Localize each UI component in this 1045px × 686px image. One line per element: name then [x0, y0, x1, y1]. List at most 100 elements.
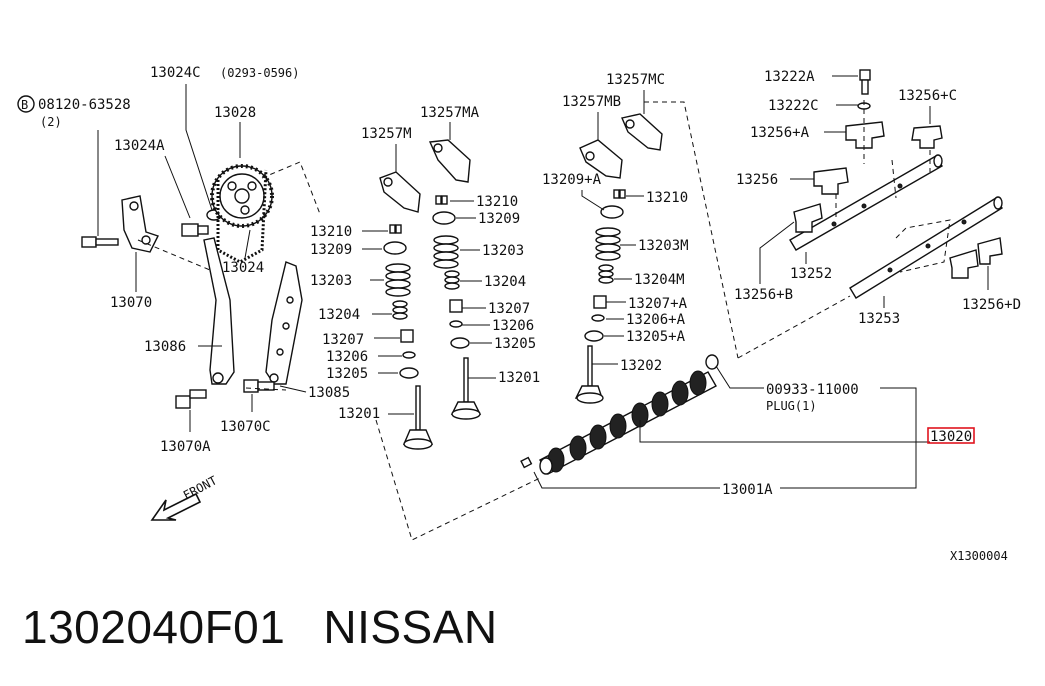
label-13257MC[interactable]: 13257MC: [606, 72, 665, 88]
label-13253[interactable]: 13253: [858, 311, 900, 327]
label-13085[interactable]: 13085: [308, 385, 350, 401]
label-13205A[interactable]: 13205+A: [626, 329, 686, 345]
retainer-13209-mid: [432, 211, 456, 225]
label-13210-left[interactable]: 13210: [310, 224, 352, 240]
label-13070A[interactable]: 13070A: [160, 439, 211, 455]
spring-13204-left: [392, 300, 408, 320]
label-13256A[interactable]: 13256+A: [750, 125, 810, 141]
label-13257MA[interactable]: 13257MA: [420, 105, 480, 121]
label-13207-mid[interactable]: 13207: [488, 301, 530, 317]
diagram-code: X1300004: [950, 549, 1008, 563]
spring-13204-mid: [444, 270, 460, 290]
bolt-symbol-letter: B: [21, 98, 28, 112]
label-13207A[interactable]: 13207+A: [628, 296, 688, 312]
label-13206-left[interactable]: 13206: [326, 349, 368, 365]
caption-maker: NISSAN: [323, 601, 498, 653]
label-13206A[interactable]: 13206+A: [626, 312, 686, 328]
label-13252[interactable]: 13252: [790, 266, 832, 282]
seat-13206-mid: [449, 320, 463, 328]
label-13001A[interactable]: 13001A: [722, 482, 773, 498]
label-13024C[interactable]: 13024C: [150, 65, 201, 81]
label-13256B[interactable]: 13256+B: [734, 287, 793, 303]
label-13028[interactable]: 13028: [214, 105, 256, 121]
seat-13206A: [591, 314, 605, 322]
label-08120-63528[interactable]: 08120-63528: [38, 97, 131, 113]
retainer-13209A: [600, 205, 624, 219]
spring-13203-mid: [433, 235, 459, 269]
chain-guide-13086: [203, 237, 235, 385]
front-arrow: [150, 492, 202, 521]
label-13020[interactable]: 13020: [930, 429, 972, 445]
label-13205-left[interactable]: 13205: [326, 366, 368, 382]
label-13209-mid[interactable]: 13209: [478, 211, 520, 227]
label-13256[interactable]: 13256: [736, 172, 778, 188]
label-13070[interactable]: 13070: [110, 295, 152, 311]
rocker-shaft-group: 13222A 13222C 13256+C 13256+A 13256: [734, 69, 1021, 359]
camshaft-13020: [520, 354, 719, 475]
seal-13207A: [593, 295, 607, 309]
rocker-arm-13257MA: [428, 139, 471, 183]
seal-13207-mid: [449, 299, 463, 313]
label-13204M[interactable]: 13204M: [634, 272, 685, 288]
highlight-box-13020: [927, 427, 975, 444]
label-13201-left[interactable]: 13201: [338, 406, 380, 422]
valve-13202: [574, 345, 604, 404]
seal-13207-left: [400, 329, 414, 343]
label-13209-left[interactable]: 13209: [310, 242, 352, 258]
label-13222A[interactable]: 13222A: [764, 69, 815, 85]
washer-13205A: [584, 330, 604, 342]
valve-stack-left: 13257M 13257MA 13210 13210 13209 13209: [310, 105, 541, 541]
label-13210-mid[interactable]: 13210: [476, 194, 518, 210]
label-13086[interactable]: 13086: [144, 339, 186, 355]
seat-13206-left: [402, 351, 416, 359]
label-13207-left[interactable]: 13207: [322, 332, 364, 348]
spring-13203M: [595, 227, 621, 261]
label-13201-mid[interactable]: 13201: [498, 370, 540, 386]
label-13257M[interactable]: 13257M: [361, 126, 412, 142]
bolt-13222A: [859, 69, 871, 95]
label-13256D[interactable]: 13256+D: [962, 297, 1021, 313]
label-plug: PLUG(1): [766, 399, 817, 413]
label-08120-qty: (2): [40, 115, 62, 129]
rocker-shaft-13253: [849, 196, 1003, 299]
label-13256C[interactable]: 13256+C: [898, 88, 957, 104]
bracket-13256C: [911, 125, 943, 149]
bolt-08120: [81, 236, 119, 248]
label-13070C[interactable]: 13070C: [220, 419, 271, 435]
label-13205-mid[interactable]: 13205: [494, 336, 536, 352]
label-13222C[interactable]: 13222C: [768, 98, 819, 114]
valve-stack-right: 13257MB 13257MC 13210 13209+A 13203M: [542, 72, 739, 404]
rocker-shaft-13252: [789, 154, 943, 251]
washer-13205-left: [399, 367, 419, 379]
keepers-13210-left: [389, 224, 402, 234]
label-13204-mid[interactable]: 13204: [484, 274, 526, 290]
label-13202[interactable]: 13202: [620, 358, 662, 374]
bolt-13070A: [175, 389, 207, 409]
label-13206-mid[interactable]: 13206: [492, 318, 534, 334]
bolt-13024A: [181, 223, 209, 237]
label-13024[interactable]: 13024: [222, 260, 264, 276]
label-13210-right[interactable]: 13210: [646, 190, 688, 206]
spring-13204M: [598, 264, 614, 284]
bracket-13256: [813, 167, 849, 195]
label-13203-left[interactable]: 13203: [310, 273, 352, 289]
bracket-13256A: [845, 121, 885, 149]
label-13203M[interactable]: 13203M: [638, 238, 689, 254]
cam-lobes: [547, 370, 707, 473]
chain-guide-13085: [265, 261, 303, 385]
label-13204-left[interactable]: 13204: [318, 307, 360, 323]
timing-chain-group: B 08120-63528 (2) 13024C (0293-0596) 130…: [17, 65, 350, 521]
label-13024A[interactable]: 13024A: [114, 138, 165, 154]
label-00933-11000[interactable]: 00933-11000: [766, 382, 859, 398]
cam-sprocket: [210, 164, 274, 228]
rocker-arm-13257MC: [621, 113, 663, 151]
valve-13201-mid: [450, 357, 482, 420]
bracket-13256D: [949, 237, 1003, 279]
label-13257MB[interactable]: 13257MB: [562, 94, 621, 110]
label-13209A[interactable]: 13209+A: [542, 172, 602, 188]
washer-13205-mid: [450, 337, 470, 349]
bolt-symbol-circle: [17, 95, 35, 113]
label-13203-mid[interactable]: 13203: [482, 243, 524, 259]
